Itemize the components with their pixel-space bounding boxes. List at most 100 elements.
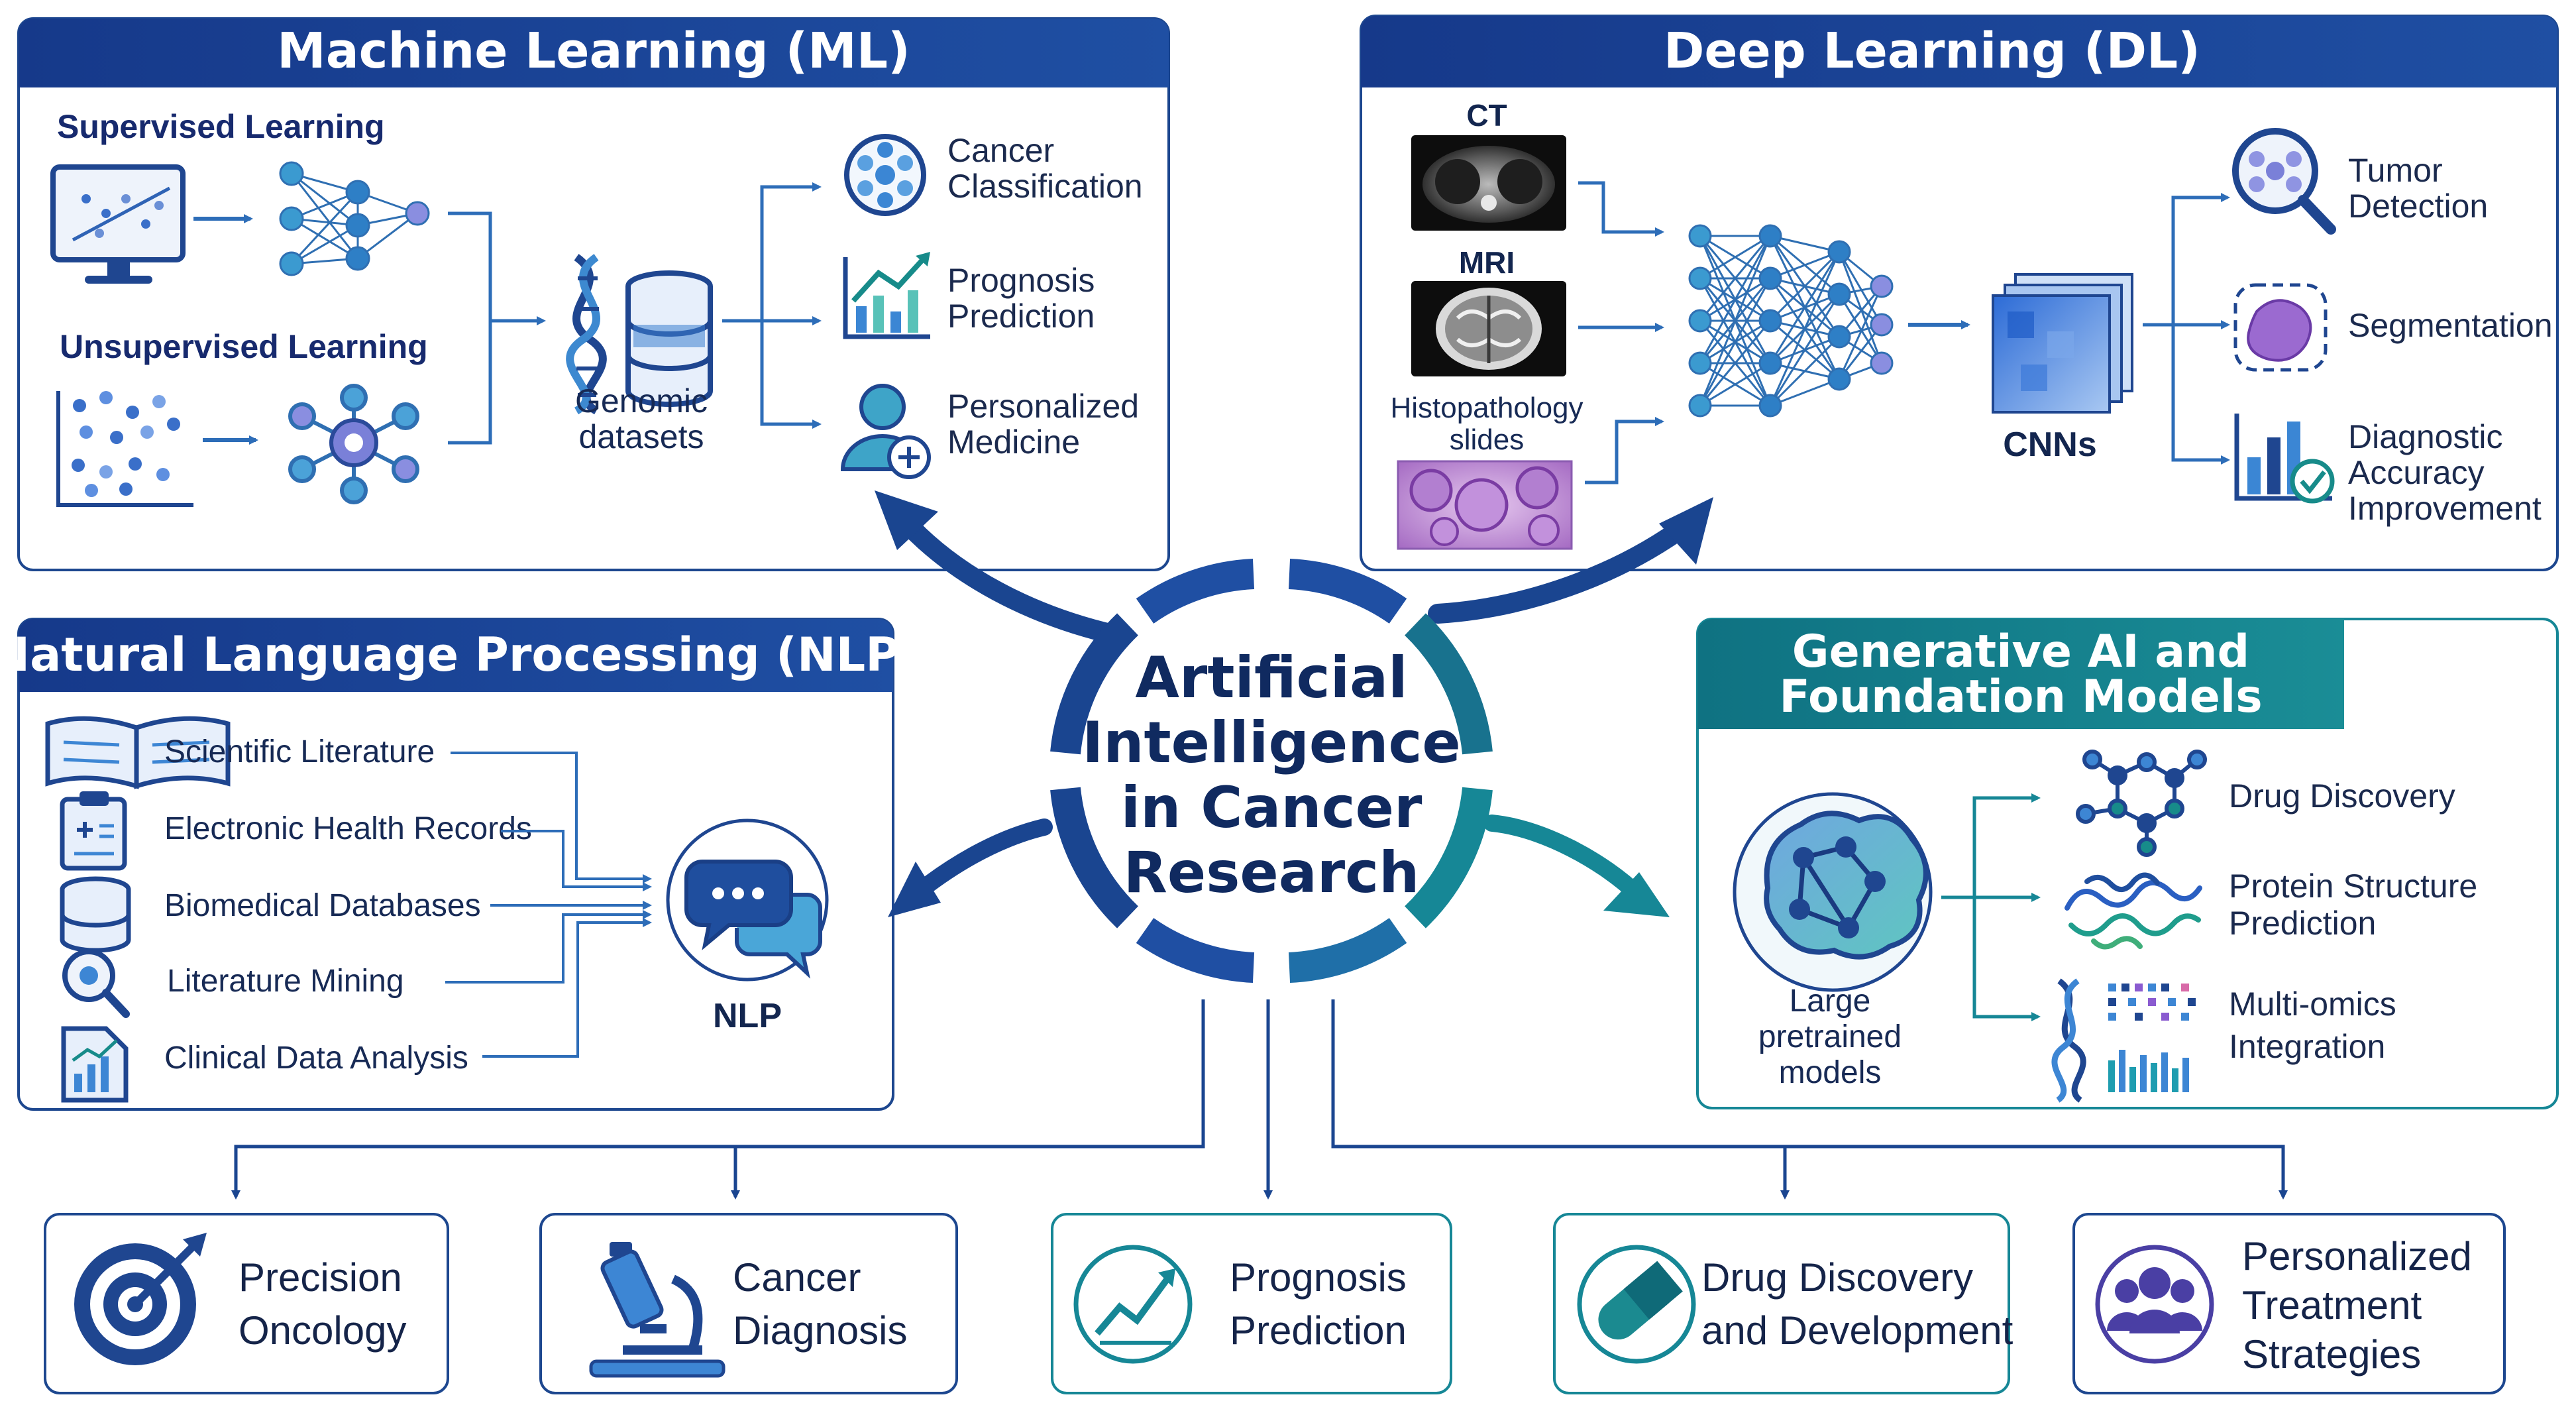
dl-input-connectors xyxy=(1578,181,1664,484)
gen-output-3-line1: Multi-omics xyxy=(2229,986,2396,1023)
personalized-treatment-card: Personalized Treatment Strategies xyxy=(2072,1213,2506,1394)
nlp-title: Natural Language Processing (NLP) xyxy=(0,628,921,682)
network-node xyxy=(1688,309,1712,333)
health-record-icon xyxy=(60,791,127,871)
card-4-line2: and Development xyxy=(1701,1308,2013,1353)
magnifier-icon xyxy=(62,949,130,1018)
unsupervised-learning-label: Unsupervised Learning xyxy=(60,328,428,365)
scatter-plot-icon xyxy=(56,391,193,507)
histopathology-slide-image xyxy=(1397,460,1573,550)
deep-neural-network-icon xyxy=(1688,224,1894,418)
ml-output-3-line1: Personalized xyxy=(947,388,1139,425)
patient-plus-icon xyxy=(840,384,931,479)
gen-output-3-line2: Integration xyxy=(2229,1028,2385,1065)
network-node xyxy=(1827,282,1851,306)
histopathology-label-2: slides xyxy=(1450,423,1525,456)
accuracy-chart-icon xyxy=(2234,414,2335,504)
network-node xyxy=(1870,313,1894,337)
gen-output-2-line2: Prediction xyxy=(2229,905,2376,942)
model-label-3: models xyxy=(1779,1055,1882,1090)
card-1-line1: Precision xyxy=(239,1255,402,1300)
nlp-source-3: Biomedical Databases xyxy=(164,888,481,923)
card-1-line2: Oncology xyxy=(239,1308,406,1353)
mri-label: MRI xyxy=(1459,245,1515,280)
hub-ring xyxy=(1050,559,1493,983)
ml-output-2-line1: Prognosis xyxy=(947,262,1095,299)
cancer-diagnosis-card: Cancer Diagnosis xyxy=(539,1213,958,1394)
dl-output-3-line1: Diagnostic xyxy=(2348,418,2502,455)
network-node xyxy=(1688,224,1712,248)
dl-title: Deep Learning (DL) xyxy=(1664,23,2200,80)
dl-panel: Deep Learning (DL) CT MRI Histopathology… xyxy=(1360,15,2559,571)
brain-network-icon xyxy=(1733,792,1933,992)
nlp-source-4: Literature Mining xyxy=(167,964,404,999)
bottom-connectors xyxy=(231,999,2288,1200)
ml-title: Machine Learning (ML) xyxy=(277,23,910,80)
gen-output-2-line1: Protein Structure xyxy=(2229,868,2477,905)
dl-output-3-line3: Improvement xyxy=(2348,490,2542,527)
network-node xyxy=(1870,274,1894,298)
mri-scan-image xyxy=(1411,281,1566,376)
gen-title-line1: Generative AI and xyxy=(1792,626,2249,678)
capsule-icon xyxy=(1577,1245,1696,1364)
nlp-source-1: Scientific Literature xyxy=(164,734,435,769)
dl-output-2-line1: Segmentation xyxy=(2348,307,2553,344)
center-title-line3: in Cancer xyxy=(1121,775,1422,841)
center-title-line2: Intelligence xyxy=(1082,710,1461,776)
network-node xyxy=(1758,266,1782,290)
ct-scan-image xyxy=(1411,135,1566,231)
trend-chart-icon xyxy=(843,252,930,339)
dl-fanout-connectors xyxy=(2143,193,2230,465)
ct-label: CT xyxy=(1466,98,1507,133)
nlp-panel: Natural Language Processing (NLP) xyxy=(0,618,921,1111)
segmentation-icon xyxy=(2233,283,2328,372)
network-node xyxy=(1827,325,1851,349)
dna-database-icon xyxy=(566,254,713,415)
growth-chart-icon xyxy=(1073,1245,1193,1364)
ml-connectors xyxy=(448,211,546,445)
multi-omics-icon xyxy=(2051,978,2196,1103)
gen-output-1-line1: Drug Discovery xyxy=(2229,777,2455,815)
ml-panel: Machine Learning (ML) Supervised Learnin… xyxy=(17,17,1170,571)
card-5-line2: Treatment xyxy=(2242,1283,2422,1327)
book-icon xyxy=(45,716,231,789)
people-group-icon xyxy=(2095,1245,2214,1364)
supervised-learning-label: Supervised Learning xyxy=(57,108,385,145)
cells-icon xyxy=(844,134,926,216)
monitor-chart-icon xyxy=(50,164,186,284)
nlp-connectors xyxy=(445,752,652,1058)
histopathology-label-1: Histopathology xyxy=(1390,392,1583,424)
genomic-label-2: datasets xyxy=(578,418,704,455)
network-node xyxy=(1870,351,1894,375)
card-3-line1: Prognosis xyxy=(1230,1255,1407,1300)
ml-output-2-line2: Prediction xyxy=(947,298,1095,335)
nlp-hub-label: NLP xyxy=(713,997,782,1035)
card-4-line1: Drug Discovery xyxy=(1701,1255,1973,1300)
tumor-magnifier-icon xyxy=(2232,128,2336,235)
gen-fanout-connectors xyxy=(1941,793,2041,1021)
model-label-2: pretrained xyxy=(1758,1019,1902,1054)
ml-fanout-connectors xyxy=(722,182,822,429)
nlp-source-2: Electronic Health Records xyxy=(164,811,532,846)
card-2-line2: Diagnosis xyxy=(733,1308,907,1353)
network-node xyxy=(1758,394,1782,418)
protein-structure-icon xyxy=(2065,872,2202,950)
dl-output-1-line2: Detection xyxy=(2348,188,2488,225)
analysis-doc-icon xyxy=(61,1026,129,1103)
model-label-1: Large xyxy=(1790,984,1871,1019)
ml-output-1-line2: Classification xyxy=(947,168,1143,205)
gen-title-line2: Foundation Models xyxy=(1779,671,2262,723)
cnn-layers-icon xyxy=(1992,273,2133,414)
molecule-icon xyxy=(2076,750,2207,857)
database-icon xyxy=(60,876,131,953)
network-node xyxy=(1758,309,1782,333)
network-node xyxy=(1827,367,1851,391)
center-hub: Artificial Intelligence in Cancer Resear… xyxy=(875,490,1713,983)
gen-panel: Generative AI and Foundation Models Larg… xyxy=(1696,618,2559,1109)
card-5-line3: Strategies xyxy=(2242,1332,2421,1377)
chat-bubble-icon xyxy=(666,818,829,982)
network-node xyxy=(1758,224,1782,248)
prognosis-prediction-card: Prognosis Prediction xyxy=(1051,1213,1452,1394)
dl-output-3-line2: Accuracy xyxy=(2348,454,2485,491)
network-node xyxy=(1758,351,1782,375)
